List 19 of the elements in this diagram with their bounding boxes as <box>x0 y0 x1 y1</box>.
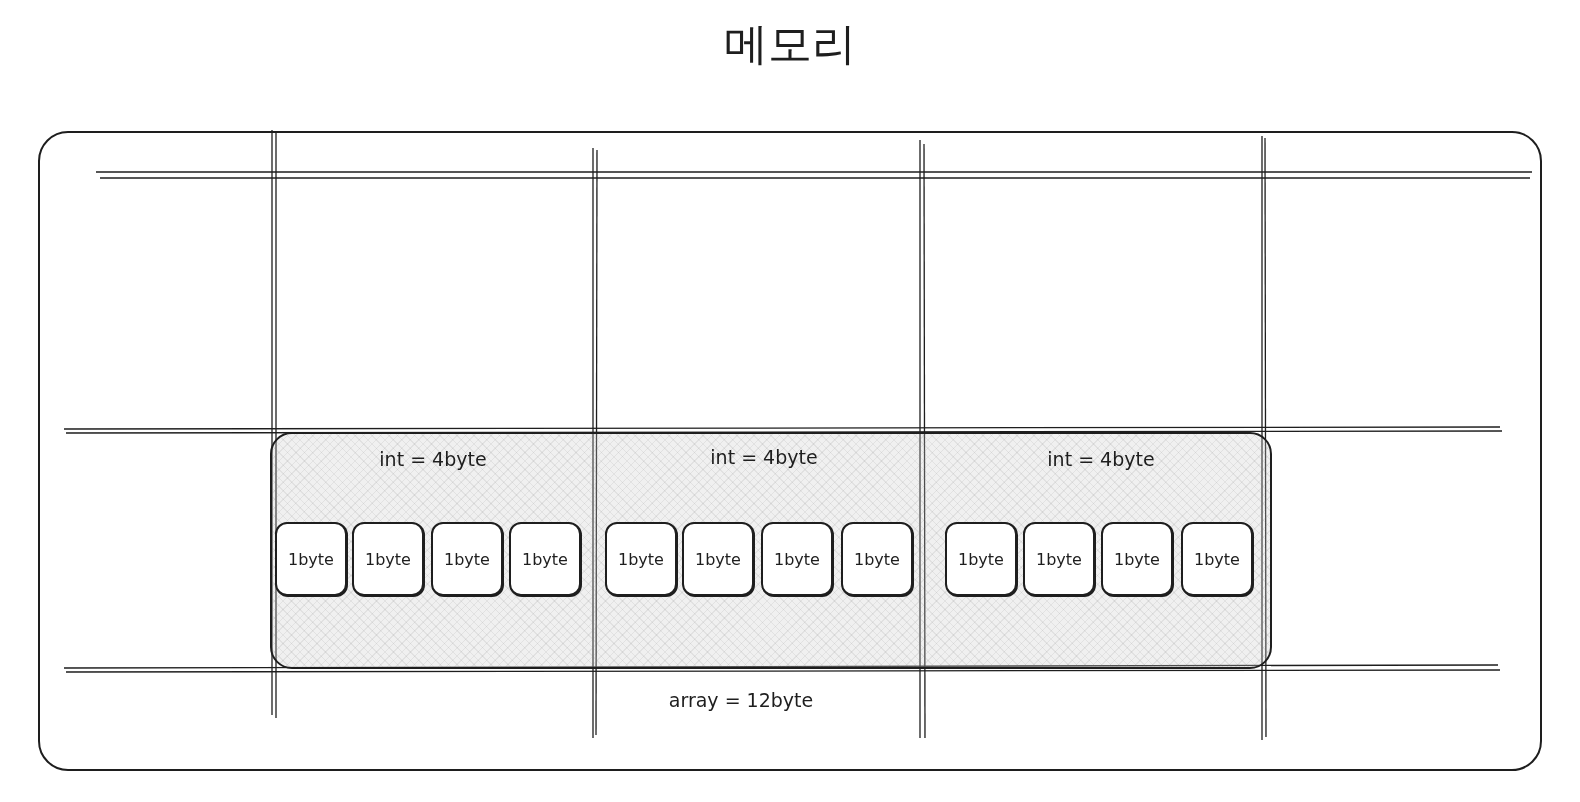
byte-box: 1byte <box>1023 522 1095 596</box>
size-label: array = 12byte <box>668 689 814 711</box>
byte-box: 1byte <box>945 522 1017 596</box>
size-label: int = 4byte <box>710 446 818 468</box>
memory-frame <box>38 131 1542 771</box>
byte-box: 1byte <box>1101 522 1173 596</box>
byte-box: 1byte <box>841 522 913 596</box>
size-label: int = 4byte <box>1047 448 1155 470</box>
array-band <box>270 432 1272 669</box>
byte-box: 1byte <box>682 522 754 596</box>
title: 메모리 <box>724 17 856 71</box>
byte-box: 1byte <box>761 522 833 596</box>
size-label: int = 4byte <box>379 448 487 470</box>
byte-box: 1byte <box>1181 522 1253 596</box>
byte-box: 1byte <box>509 522 581 596</box>
byte-box: 1byte <box>431 522 503 596</box>
byte-box: 1byte <box>352 522 424 596</box>
byte-box: 1byte <box>605 522 677 596</box>
byte-box: 1byte <box>275 522 347 596</box>
